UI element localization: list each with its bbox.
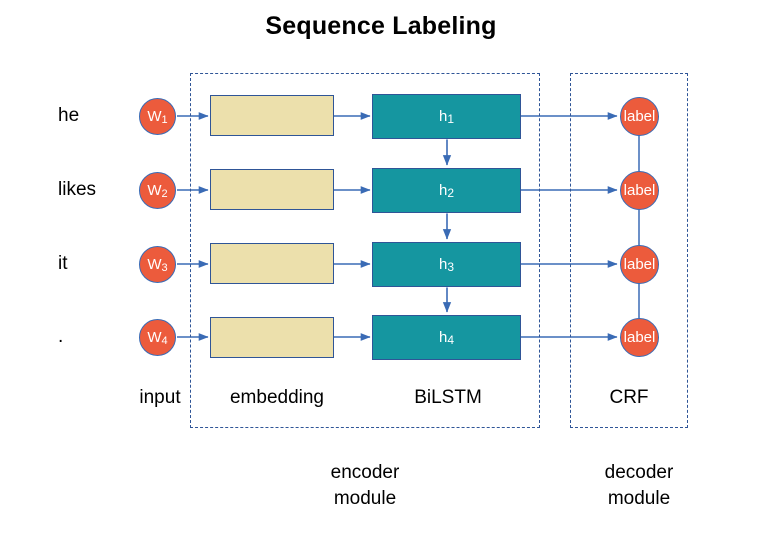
page-title: Sequence Labeling	[265, 12, 497, 40]
decoder-module-caption-line2: module	[607, 487, 671, 509]
bilstm-block-1-text: h1	[438, 108, 455, 126]
label-node-1: label	[620, 97, 659, 136]
arrows-token-to-embedding	[177, 112, 209, 341]
embedding-block-4	[210, 317, 334, 358]
encoder-module-boundary	[190, 73, 540, 428]
arrows-embedding-to-bilstm	[334, 112, 371, 341]
input-word-1: he	[58, 105, 80, 126]
bilstm-block-3-text: h3	[438, 256, 455, 274]
embedding-block-2	[210, 169, 334, 210]
encoder-module-caption: encoder module	[265, 460, 465, 511]
bilstm-block-2-text: h2	[438, 182, 455, 200]
token-node-1: W1	[139, 98, 176, 135]
bilstm-block-3: h3	[372, 242, 521, 287]
decoder-module-caption-line1: decoder	[604, 462, 674, 483]
bilstm-block-4: h4	[372, 315, 521, 360]
input-word-4: .	[58, 326, 64, 347]
encoder-module-caption-line2: module	[333, 487, 397, 509]
decoder-module-caption: decoder module	[539, 460, 739, 511]
token-node-2-text: W2	[147, 182, 168, 200]
bilstm-block-4-text: h4	[438, 329, 455, 347]
decoder-module-boundary	[570, 73, 688, 428]
caption-crf: CRF	[609, 387, 649, 408]
token-node-1-text: W1	[147, 108, 168, 126]
token-node-4-text: W4	[147, 329, 168, 347]
token-node-3: W3	[139, 246, 176, 283]
caption-input: input	[139, 387, 181, 408]
input-word-3: it	[58, 253, 68, 274]
embedding-block-1	[210, 95, 334, 136]
token-node-3-text: W3	[147, 256, 168, 274]
caption-bilstm: BiLSTM	[414, 387, 482, 408]
encoder-module-caption-line1: encoder	[330, 462, 400, 483]
token-node-2: W2	[139, 172, 176, 209]
label-node-4: label	[620, 318, 659, 357]
label-node-3: label	[620, 245, 659, 284]
bilstm-block-1: h1	[372, 94, 521, 139]
caption-embedding: embedding	[229, 387, 325, 408]
arrows-bilstm-to-label	[521, 112, 618, 341]
token-node-4: W4	[139, 319, 176, 356]
label-node-2: label	[620, 171, 659, 210]
bilstm-block-2: h2	[372, 168, 521, 213]
embedding-block-3	[210, 243, 334, 284]
input-word-2: likes	[58, 179, 97, 200]
